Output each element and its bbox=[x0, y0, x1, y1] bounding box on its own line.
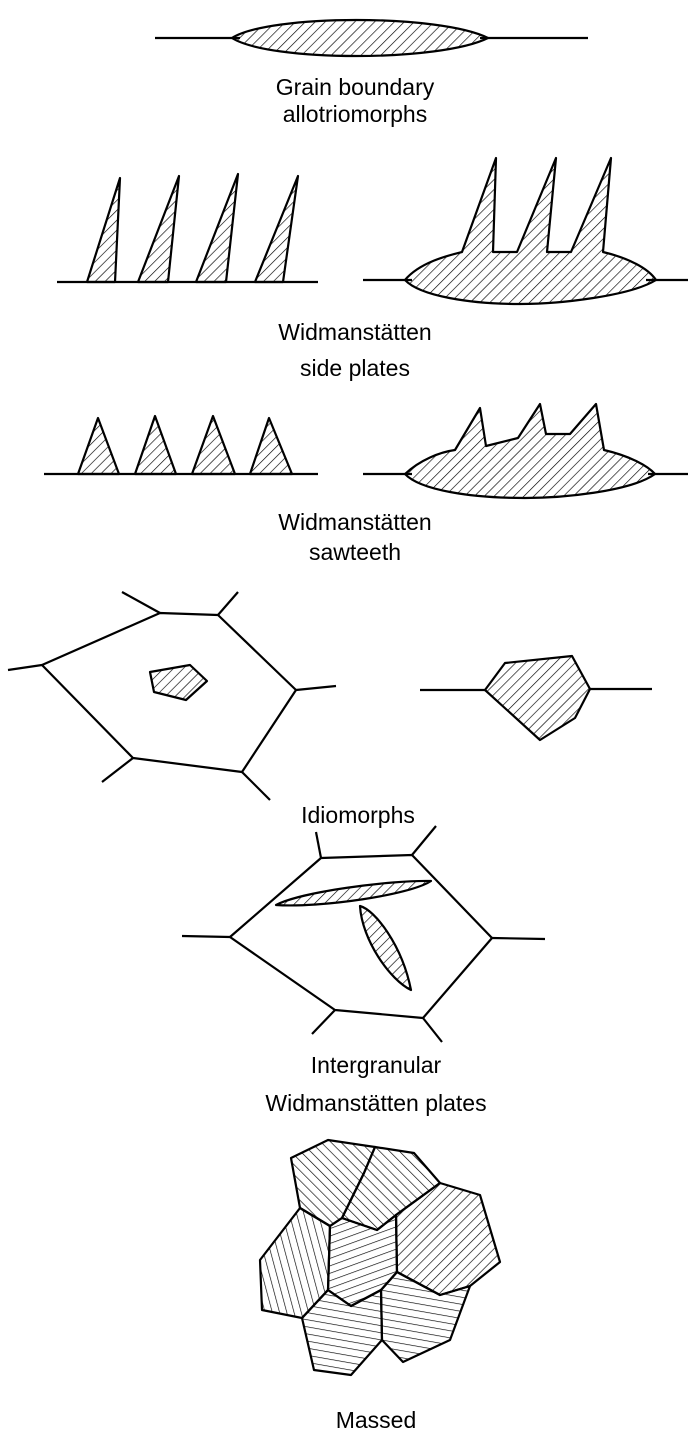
intergranular-grain-figure bbox=[182, 826, 545, 1042]
massed-caption: Massed bbox=[336, 1407, 417, 1433]
allotriomorph-lens bbox=[232, 20, 488, 56]
sawteeth-caption-line2: sawteeth bbox=[309, 539, 401, 565]
sawteeth-caption-line1: Widmanstätten bbox=[278, 509, 431, 535]
intergranular-plate-horizontal bbox=[276, 881, 431, 905]
allotriomorph-figure bbox=[155, 20, 588, 56]
sawteeth-right-figure bbox=[363, 404, 688, 498]
allotriomorphs-caption-line1: Grain boundary bbox=[276, 74, 435, 100]
idiomorph-boundary-figure bbox=[420, 656, 652, 740]
side-plates-left-figure bbox=[57, 174, 318, 282]
side-plates-right-figure bbox=[363, 158, 688, 304]
allotriomorphs-caption-line2: allotriomorphs bbox=[283, 101, 427, 127]
side-plates-caption-line1: Widmanstätten bbox=[278, 319, 431, 345]
intergranular-caption-line2: Widmanstätten plates bbox=[265, 1090, 486, 1116]
idiomorphs-caption: Idiomorphs bbox=[301, 802, 415, 828]
intergranular-plate-diagonal bbox=[360, 906, 411, 990]
idiomorph-grain-figure bbox=[8, 592, 336, 800]
intergranular-caption-line1: Intergranular bbox=[311, 1052, 442, 1078]
massed-figure bbox=[260, 1140, 500, 1375]
sawteeth-left-figure bbox=[44, 416, 318, 474]
idiomorph-particle bbox=[150, 665, 207, 700]
side-plates-caption-line2: side plates bbox=[300, 355, 410, 381]
